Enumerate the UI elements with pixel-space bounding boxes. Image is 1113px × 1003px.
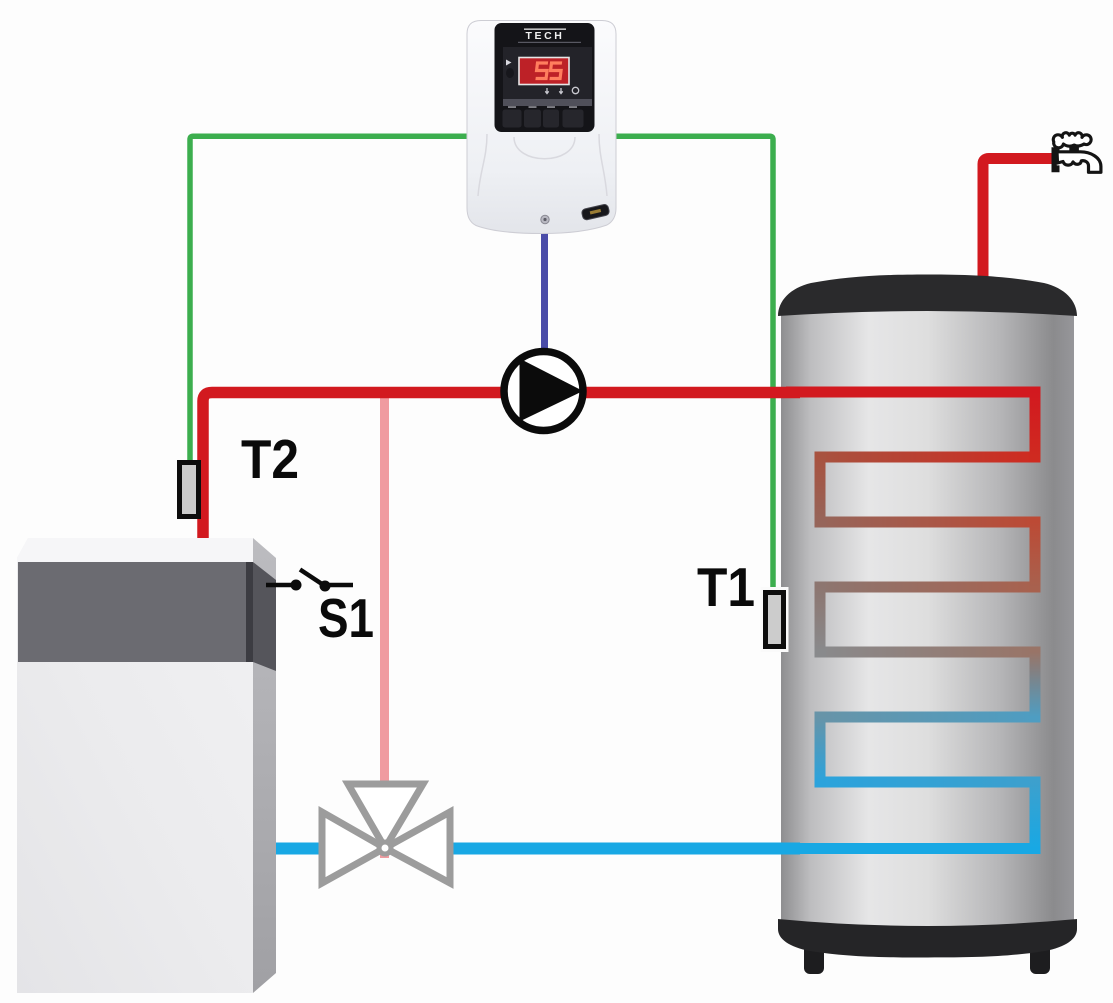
svg-text:TECH: TECH	[526, 30, 565, 42]
svg-text:S1: S1	[318, 587, 374, 649]
svg-text:T2: T2	[241, 428, 299, 490]
svg-text:T1: T1	[697, 556, 755, 618]
